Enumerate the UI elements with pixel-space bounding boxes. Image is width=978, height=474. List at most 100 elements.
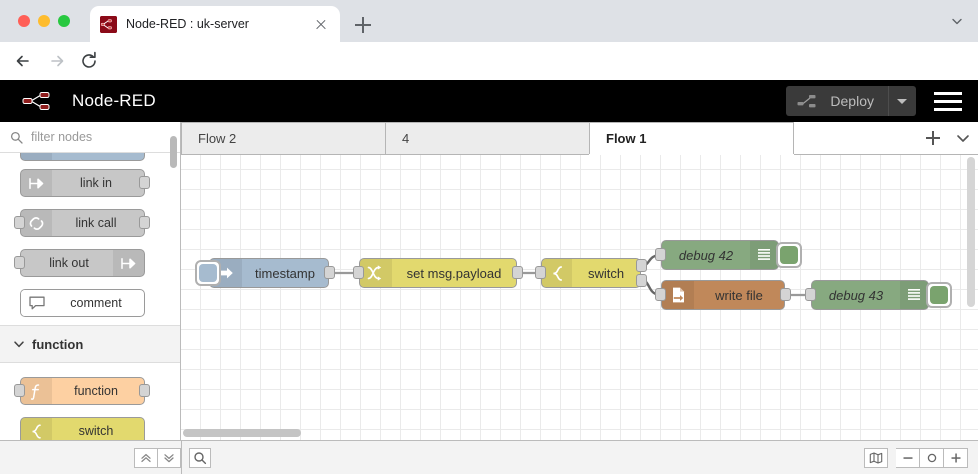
collapse-all-button[interactable] bbox=[134, 448, 158, 468]
node-input-port[interactable] bbox=[655, 288, 666, 301]
canvas-node-debug-42[interactable]: debug 42 bbox=[661, 240, 779, 270]
node-input-port[interactable] bbox=[805, 288, 816, 301]
node-red-brand-label: Node-RED bbox=[72, 91, 156, 110]
node-output-port[interactable] bbox=[512, 266, 523, 279]
palette-search-row[interactable] bbox=[0, 122, 180, 153]
flow-tab-label: Flow 2 bbox=[198, 131, 237, 146]
flow-tab-label: 4 bbox=[402, 131, 410, 146]
node-output-port-2[interactable] bbox=[636, 274, 647, 287]
navigator-button[interactable] bbox=[864, 448, 888, 468]
flow-tab-flow-2[interactable]: Flow 2 bbox=[181, 122, 386, 154]
node-palette: link in link call bbox=[0, 122, 181, 440]
palette-node-partial[interactable] bbox=[20, 153, 145, 161]
maximize-window-button[interactable] bbox=[58, 15, 70, 27]
inject-arrow-icon bbox=[21, 153, 52, 160]
back-button[interactable] bbox=[12, 50, 34, 72]
node-input-port[interactable] bbox=[655, 248, 666, 261]
palette-port-in[interactable] bbox=[14, 216, 25, 229]
canvas-node-label: debug 42 bbox=[678, 247, 734, 263]
comment-icon bbox=[21, 290, 52, 316]
canvas-node-write-file[interactable]: write file bbox=[661, 280, 785, 310]
palette-node-label: switch bbox=[78, 424, 114, 438]
palette-node-label: link call bbox=[75, 216, 117, 230]
node-output-port[interactable] bbox=[780, 288, 791, 301]
file-write-icon bbox=[662, 281, 694, 309]
browser-tab-strip: Node-RED : uk-server bbox=[0, 0, 978, 42]
chevron-down-icon bbox=[12, 337, 26, 351]
canvas-node-debug-43[interactable]: debug 43 bbox=[811, 280, 929, 310]
forward-button[interactable] bbox=[46, 50, 68, 72]
canvas-node-label: timestamp bbox=[255, 265, 315, 281]
palette-port-in[interactable] bbox=[14, 384, 25, 397]
chevron-down-icon[interactable] bbox=[950, 14, 964, 28]
canvas-node-inject[interactable]: timestamp bbox=[209, 258, 329, 288]
palette-node-function[interactable]: function bbox=[20, 377, 145, 405]
flow-tab-4[interactable]: 4 bbox=[385, 122, 590, 154]
canvas-view-controls bbox=[864, 448, 968, 468]
link-out-icon bbox=[113, 250, 144, 276]
node-red-header: Node-RED Deploy bbox=[0, 80, 978, 122]
link-in-icon bbox=[21, 170, 52, 196]
reload-button[interactable] bbox=[78, 50, 100, 72]
palette-node-link-out[interactable]: link out bbox=[20, 249, 145, 277]
palette-node-comment[interactable]: comment bbox=[20, 289, 145, 317]
close-window-button[interactable] bbox=[18, 15, 30, 27]
canvas-horizontal-scrollbar[interactable] bbox=[183, 429, 301, 437]
flow-tab-bar: Flow 2 4 Flow 1 bbox=[181, 122, 978, 155]
node-red-logo-icon bbox=[22, 90, 62, 112]
browser-tab[interactable]: Node-RED : uk-server bbox=[90, 6, 340, 42]
new-tab-button[interactable] bbox=[350, 12, 376, 38]
node-output-port-1[interactable] bbox=[636, 259, 647, 272]
palette-port-out[interactable] bbox=[139, 176, 150, 189]
zoom-reset-button[interactable] bbox=[920, 448, 944, 468]
palette-category-function[interactable]: function bbox=[0, 325, 180, 363]
palette-node-list: link in link call bbox=[0, 153, 180, 440]
search-flows-button[interactable] bbox=[189, 448, 211, 468]
palette-node-label: function bbox=[74, 384, 118, 398]
footer-bar bbox=[0, 440, 978, 474]
palette-node-label: link out bbox=[49, 256, 89, 270]
canvas-node-change[interactable]: set msg.payload bbox=[359, 258, 517, 288]
main-menu-button[interactable] bbox=[934, 92, 962, 111]
canvas-vertical-scrollbar[interactable] bbox=[967, 157, 975, 307]
switch-icon bbox=[542, 259, 572, 287]
flow-tab-flow-1[interactable]: Flow 1 bbox=[589, 122, 794, 154]
palette-port-out[interactable] bbox=[139, 216, 150, 229]
deploy-icon bbox=[797, 93, 823, 109]
canvas-node-switch[interactable]: switch bbox=[541, 258, 641, 288]
palette-category-label: function bbox=[32, 336, 84, 352]
add-flow-button[interactable] bbox=[918, 122, 948, 154]
palette-search-input[interactable] bbox=[29, 129, 169, 145]
debug-toggle-button[interactable] bbox=[926, 282, 952, 308]
palette-port-out[interactable] bbox=[139, 384, 150, 397]
node-output-port[interactable] bbox=[324, 266, 335, 279]
window-controls bbox=[18, 15, 70, 27]
debug-toggle-button[interactable] bbox=[776, 242, 802, 268]
palette-node-link-call[interactable]: link call bbox=[20, 209, 145, 237]
canvas-node-label: write file bbox=[715, 287, 763, 303]
inject-trigger-button[interactable] bbox=[195, 260, 221, 286]
canvas-node-label: switch bbox=[587, 265, 625, 281]
palette-node-label: link in bbox=[80, 176, 112, 190]
zoom-out-button[interactable] bbox=[896, 448, 920, 468]
palette-node-switch[interactable]: switch bbox=[20, 417, 145, 440]
palette-port-in[interactable] bbox=[14, 256, 25, 269]
flow-canvas[interactable]: timestamp set msg.payload bbox=[181, 155, 978, 440]
deploy-dropdown-caret-icon[interactable] bbox=[888, 86, 914, 116]
node-red-favicon bbox=[100, 15, 117, 33]
debug-lines-icon bbox=[750, 241, 778, 269]
search-icon bbox=[10, 131, 23, 144]
close-tab-icon[interactable] bbox=[312, 15, 330, 33]
expand-all-button[interactable] bbox=[157, 448, 181, 468]
flow-list-chevron-down-icon[interactable] bbox=[948, 122, 978, 154]
footer-divider bbox=[181, 441, 182, 474]
node-input-port[interactable] bbox=[535, 266, 546, 279]
palette-node-link-in[interactable]: link in bbox=[20, 169, 145, 197]
deploy-button[interactable]: Deploy bbox=[786, 86, 916, 116]
zoom-in-button[interactable] bbox=[944, 448, 968, 468]
node-input-port[interactable] bbox=[353, 266, 364, 279]
minimize-window-button[interactable] bbox=[38, 15, 50, 27]
palette-scrollbar[interactable] bbox=[170, 136, 177, 168]
link-call-icon bbox=[21, 210, 52, 236]
